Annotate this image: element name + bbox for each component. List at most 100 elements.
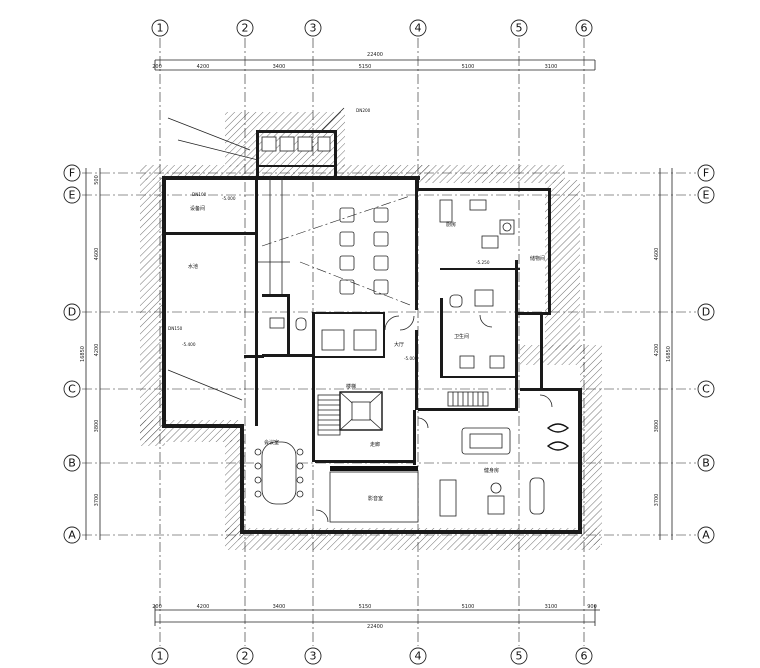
svg-text:B: B xyxy=(702,457,710,470)
grid-bubble-col-3-top: 3 xyxy=(304,19,322,37)
span-5-bottom: 3100 xyxy=(545,604,558,610)
left-hspan-3: 3800 xyxy=(94,420,100,433)
span-2-bottom: 3400 xyxy=(273,604,286,610)
room-cinema: 影音室 xyxy=(368,495,383,502)
grid-bubble-col-6-top: 6 xyxy=(575,19,593,37)
top-dimensions: 22400 200 4200 3400 5150 5100 3100 xyxy=(152,52,596,71)
annotation-elev-a: -5.000 xyxy=(222,196,236,201)
span-3-top: 5150 xyxy=(359,64,372,70)
grid-bubble-col-1-bottom: 1 xyxy=(151,647,169,665)
doors xyxy=(315,314,553,523)
left-offset-top: 200 xyxy=(152,64,162,70)
stairs xyxy=(317,391,489,436)
elevator xyxy=(339,391,383,431)
annotation-dn100: DN100 xyxy=(192,192,207,197)
grid-bubble-row-A-right: A xyxy=(697,526,715,544)
svg-text:4: 4 xyxy=(415,22,422,35)
grid-bubble-row-D-left: D xyxy=(63,303,81,321)
room-storage: 储物间 xyxy=(530,255,545,262)
left-hspan-0: 500 xyxy=(94,175,100,185)
grid-bubble-row-C-left: C xyxy=(63,380,81,398)
grid-bubble-col-5-bottom: 5 xyxy=(510,647,528,665)
left-offset-bottom: 200 xyxy=(152,604,162,610)
walls xyxy=(162,130,582,534)
pipe-lines xyxy=(258,176,411,306)
grid-bubble-col-3-bottom: 3 xyxy=(304,647,322,665)
svg-text:2: 2 xyxy=(242,650,249,663)
grid-bubble-row-D-right: D xyxy=(697,303,715,321)
long-table xyxy=(329,466,419,523)
svg-text:C: C xyxy=(68,383,76,396)
grid-bubble-row-C-right: C xyxy=(697,380,715,398)
right-hspan-4: 3700 xyxy=(654,494,660,507)
annotation-dn200: DN200 xyxy=(356,108,371,113)
hall-seating xyxy=(339,207,389,295)
room-meeting: 会议室 xyxy=(264,439,279,446)
annotation-elev-d: -5.250 xyxy=(476,260,490,265)
left-hspan-4: 3700 xyxy=(94,494,100,507)
water-tanks xyxy=(261,136,331,152)
svg-text:E: E xyxy=(69,189,76,202)
svg-text:3: 3 xyxy=(310,22,317,35)
bottom-dimensions: 200 4200 3400 5150 5100 3100 900 22400 xyxy=(152,604,600,630)
svg-text:5: 5 xyxy=(516,650,523,663)
svg-text:6: 6 xyxy=(581,22,588,35)
room-water-pool: 水池 xyxy=(188,263,198,270)
right-dimensions: 4600 4200 3800 3700 16850 xyxy=(654,168,673,540)
grid-bubble-col-5-top: 5 xyxy=(510,19,528,37)
svg-text:5: 5 xyxy=(516,22,523,35)
room-kitchen: 厨房 xyxy=(446,221,456,228)
grid-bubble-row-A-left: A xyxy=(63,526,81,544)
left-hspan-2: 4200 xyxy=(94,344,100,357)
svg-text:D: D xyxy=(68,306,76,319)
svg-text:A: A xyxy=(702,529,710,542)
left-total-height: 16850 xyxy=(80,346,86,362)
grid-bubble-row-E-left: E xyxy=(63,186,81,204)
svg-text:1: 1 xyxy=(157,650,164,663)
svg-text:F: F xyxy=(69,167,75,180)
svg-text:D: D xyxy=(702,306,710,319)
grid-bubble-col-2-top: 2 xyxy=(236,19,254,37)
span-1-bottom: 4200 xyxy=(197,604,210,610)
meeting-table xyxy=(254,441,304,505)
grid-bubble-col-2-bottom: 2 xyxy=(236,647,254,665)
room-bathroom: 卫生间 xyxy=(454,333,469,340)
grid-bubble-row-F-right: F xyxy=(697,164,715,182)
svg-text:A: A xyxy=(68,529,76,542)
annotation-elev-c: -5.000 xyxy=(404,356,418,361)
right-hspan-1: 4600 xyxy=(654,248,660,261)
svg-text:6: 6 xyxy=(581,650,588,663)
right-extra-bottom: 900 xyxy=(587,604,597,610)
room-gym: 健身房 xyxy=(484,467,499,474)
annotations: DN100 DN150 DN200 -5.000 -5.400 -5.000 -… xyxy=(167,107,490,401)
grid-bubble-col-4-bottom: 4 xyxy=(409,647,427,665)
grid-bubble-col-1-top: 1 xyxy=(151,19,169,37)
span-1-top: 4200 xyxy=(197,64,210,70)
room-labels: 会议室 健身房 储物间 厨房 卫生间 大厅 楼梯 设备间 水池 影音室 走廊 xyxy=(188,205,545,502)
right-hspan-2: 4200 xyxy=(654,344,660,357)
grid-bubble-row-B-left: B xyxy=(63,454,81,472)
annotation-elev-b: -5.400 xyxy=(182,342,196,347)
span-2-top: 3400 xyxy=(273,64,286,70)
span-5-top: 3100 xyxy=(545,64,558,70)
svg-text:4: 4 xyxy=(415,650,422,663)
total-width-top: 22400 xyxy=(367,52,383,58)
svg-text:F: F xyxy=(703,167,709,180)
grid-bubble-col-4-top: 4 xyxy=(409,19,427,37)
room-corridor: 走廊 xyxy=(370,441,380,448)
grid-bubble-col-6-bottom: 6 xyxy=(575,647,593,665)
annotation-dn150: DN150 xyxy=(168,326,183,331)
left-hspan-1: 4600 xyxy=(94,248,100,261)
svg-text:3: 3 xyxy=(310,650,317,663)
grid-bubble-row-B-right: B xyxy=(697,454,715,472)
svg-text:B: B xyxy=(68,457,76,470)
span-4-top: 5100 xyxy=(462,64,475,70)
svg-text:E: E xyxy=(703,189,710,202)
gym-equipment xyxy=(439,423,570,517)
total-width-bottom: 22400 xyxy=(367,624,383,630)
room-equipment: 设备间 xyxy=(190,205,205,212)
svg-text:C: C xyxy=(702,383,710,396)
